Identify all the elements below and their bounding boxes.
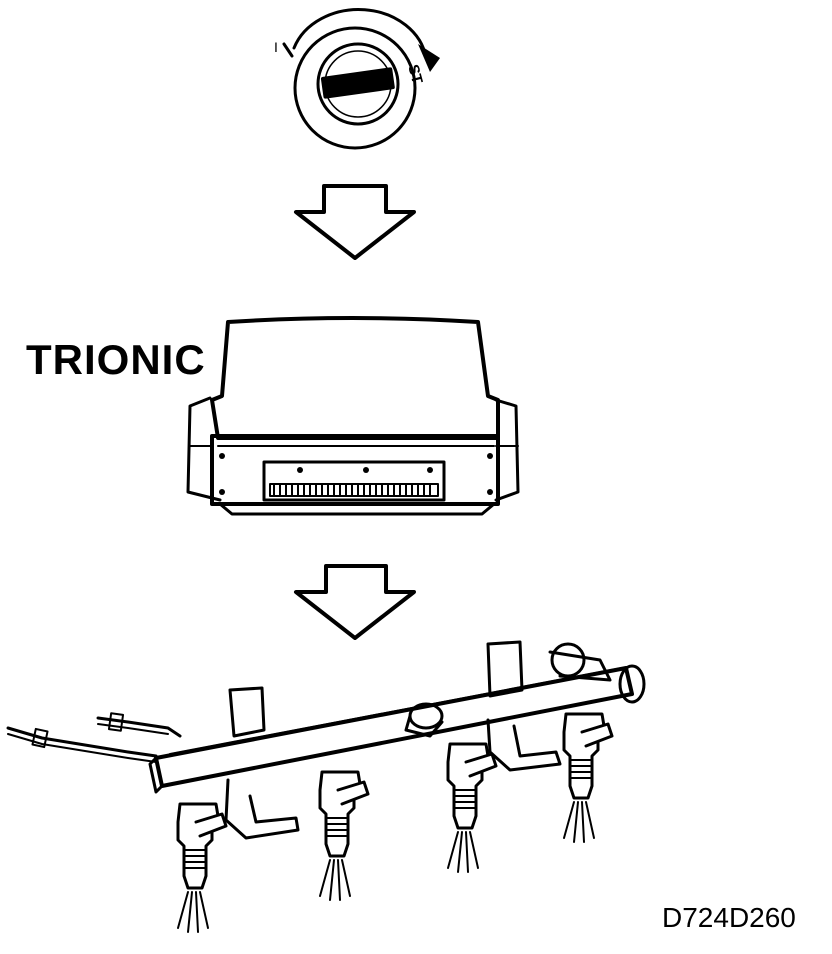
switch-label-st: ST	[404, 63, 425, 86]
fuel-line-1	[6, 726, 158, 758]
fuel-injector-4	[562, 712, 614, 843]
ecu-base	[210, 434, 500, 506]
pressure-regulator	[550, 642, 586, 678]
rail-body	[154, 666, 634, 788]
fuel-line-2	[96, 716, 182, 738]
rotation-arrow-head	[418, 44, 440, 72]
ignition-switch: I ST	[274, 8, 440, 150]
switch-inner-ring	[316, 42, 400, 126]
fuel-injector-3	[446, 742, 498, 873]
fuel-rail-assembly	[6, 640, 646, 933]
figure-reference: D724D260	[662, 902, 796, 933]
ecu-label: TRIONIC	[26, 336, 206, 383]
fuel-injector-1	[176, 802, 228, 933]
ecu-unit	[186, 316, 520, 516]
ecu-connector	[262, 460, 446, 502]
bracket-1	[228, 686, 266, 738]
down-arrow-2	[294, 564, 416, 640]
rotation-arrow-arc	[292, 8, 428, 60]
key-slot	[320, 67, 395, 99]
switch-label-i: I	[274, 39, 278, 55]
switch-outer-ring	[293, 26, 417, 150]
down-arrow-1	[294, 184, 416, 260]
fuel-injector-2	[318, 770, 370, 901]
ecu-cover	[210, 316, 500, 440]
bracket-2	[486, 640, 524, 698]
